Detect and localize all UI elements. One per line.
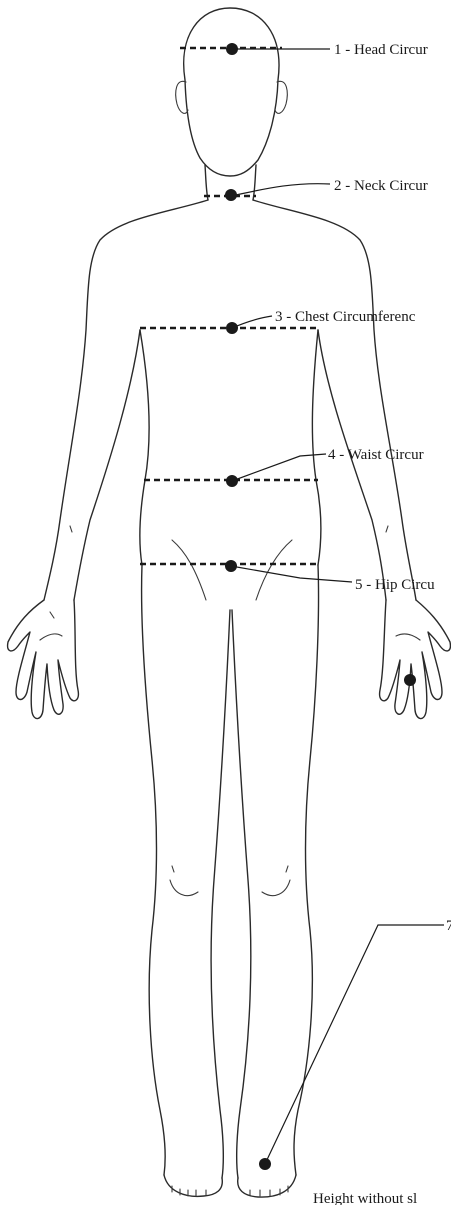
left-elbow-mark xyxy=(70,526,72,532)
left-knee xyxy=(170,866,198,896)
left-wrist-mark xyxy=(50,612,54,618)
label-chest: 3 - Chest Circumferenc xyxy=(275,309,416,325)
hip-point-icon xyxy=(225,560,237,572)
torso-right xyxy=(312,330,320,565)
label-neck: 2 - Neck Circur xyxy=(334,178,428,194)
right-leg-inner xyxy=(232,610,251,1178)
wrist-point-icon xyxy=(404,674,416,686)
chest-leader xyxy=(232,316,272,328)
waist-point-icon xyxy=(226,475,238,487)
label-item-7: 7 xyxy=(446,918,451,934)
left-foot xyxy=(164,1175,222,1196)
right-foot xyxy=(238,1175,296,1197)
head-outline xyxy=(184,8,279,176)
right-arm-inner xyxy=(318,330,386,600)
right-toes xyxy=(250,1186,288,1196)
groin-line-left xyxy=(172,540,206,600)
right-hand xyxy=(380,600,451,719)
ankle-point-icon xyxy=(259,1158,271,1170)
right-leg-outer xyxy=(294,565,319,1175)
head-point-icon xyxy=(226,43,238,55)
hip-leader xyxy=(231,566,352,582)
left-leg-inner xyxy=(211,610,230,1178)
groin-line-right xyxy=(256,540,292,600)
leader-lines xyxy=(231,49,444,1164)
right-knee xyxy=(262,866,290,896)
chest-point-icon xyxy=(226,322,238,334)
left-leg-outer xyxy=(142,565,166,1175)
torso-left xyxy=(140,330,149,565)
measurement-points xyxy=(225,43,416,1170)
waist-leader xyxy=(232,454,326,481)
left-palm-crease xyxy=(40,634,62,640)
right-elbow-mark xyxy=(386,526,388,532)
label-hip: 5 - Hip Circu xyxy=(355,577,435,593)
right-arm-outer xyxy=(253,200,416,600)
height-leader xyxy=(265,925,444,1164)
left-toes xyxy=(172,1186,206,1196)
left-hand xyxy=(8,600,79,719)
label-height: Height without sl xyxy=(313,1191,417,1205)
right-palm-crease xyxy=(396,634,420,640)
measurement-labels: 1 - Head Circur 2 - Neck Circur 3 - Ches… xyxy=(275,42,451,1205)
left-arm-inner xyxy=(74,330,140,600)
label-waist: 4 - Waist Circur xyxy=(328,447,424,463)
neck-leader xyxy=(231,184,330,196)
neck-point-icon xyxy=(225,189,237,201)
label-head: 1 - Head Circur xyxy=(334,42,428,58)
